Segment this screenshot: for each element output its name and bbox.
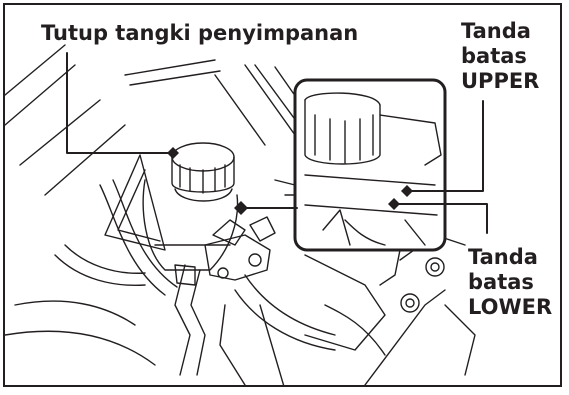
upper-limit-label: Tanda batas UPPER [461, 19, 539, 94]
inset-zoom-box [295, 80, 445, 250]
figure-frame: Tutup tangki penyimpanan Tanda batas UPP… [3, 3, 562, 387]
reservoir-cap [172, 143, 234, 201]
reservoir-marker [234, 201, 248, 215]
lower-label-line-3: LOWER [468, 295, 552, 320]
cap-label: Tutup tangki penyimpanan [41, 21, 358, 46]
lower-limit-label: Tanda batas LOWER [468, 245, 552, 320]
upper-label-line-1: Tanda [461, 19, 539, 44]
lower-label-line-1: Tanda [468, 245, 552, 270]
upper-label-line-3: UPPER [461, 69, 539, 94]
cap-label-text: Tutup tangki penyimpanan [41, 21, 358, 46]
upper-label-line-2: batas [461, 44, 539, 69]
lower-label-line-2: batas [468, 270, 552, 295]
